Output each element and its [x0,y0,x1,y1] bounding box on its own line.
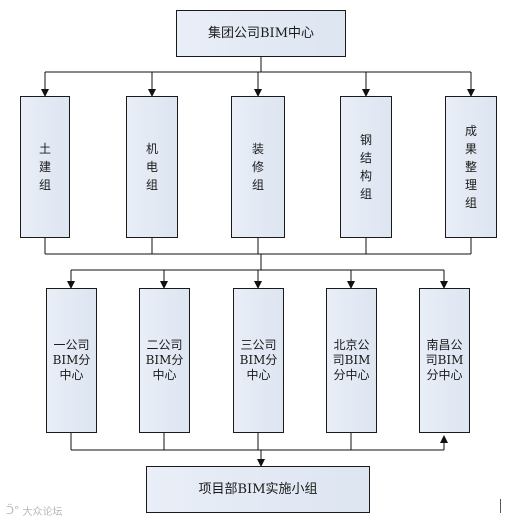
top-box: 集团公司BIM中心 [176,10,346,57]
tier1-label-5: 成果整理组 [464,124,477,210]
tier2-label-5: 南昌公司BIM分中心 [425,338,464,382]
watermark: ᑒ° 大众论坛 [6,503,63,518]
tier2-label-1: 一公司BIM分中心 [52,338,91,382]
tier2-label-4: 北京公司BIM分中心 [332,338,371,382]
edge-mark [500,499,501,513]
watermark-text: 大众论坛 [22,507,63,518]
tier2-box-4: 北京公司BIM分中心 [326,288,377,433]
tier1-label-4: 钢结构组 [359,133,372,201]
bottom-box: 项目部BIM实施小组 [146,466,370,513]
tier2-box-2: 二公司BIM分中心 [139,288,190,433]
top-box-label: 集团公司BIM中心 [208,26,314,41]
tier2-label-3: 三公司BIM分中心 [239,338,278,382]
tier1-box-4: 钢结构组 [340,96,392,238]
tier1-box-1: 土建组 [20,96,70,238]
tier2-box-1: 一公司BIM分中心 [46,288,97,433]
forum-logo-icon: ᑒ° [6,504,20,517]
tier2-box-5: 南昌公司BIM分中心 [419,288,470,433]
bottom-box-label: 项目部BIM实施小组 [198,482,318,497]
tier2-label-2: 二公司BIM分中心 [145,338,184,382]
tier2-box-3: 三公司BIM分中心 [233,288,284,433]
tier1-label-3: 装修组 [251,142,264,192]
tier1-box-3: 装修组 [231,96,285,238]
tier1-label-1: 土建组 [38,142,51,192]
tier1-box-2: 机电组 [126,96,178,238]
tier1-label-2: 机电组 [145,142,158,192]
tier1-box-5: 成果整理组 [445,96,497,238]
